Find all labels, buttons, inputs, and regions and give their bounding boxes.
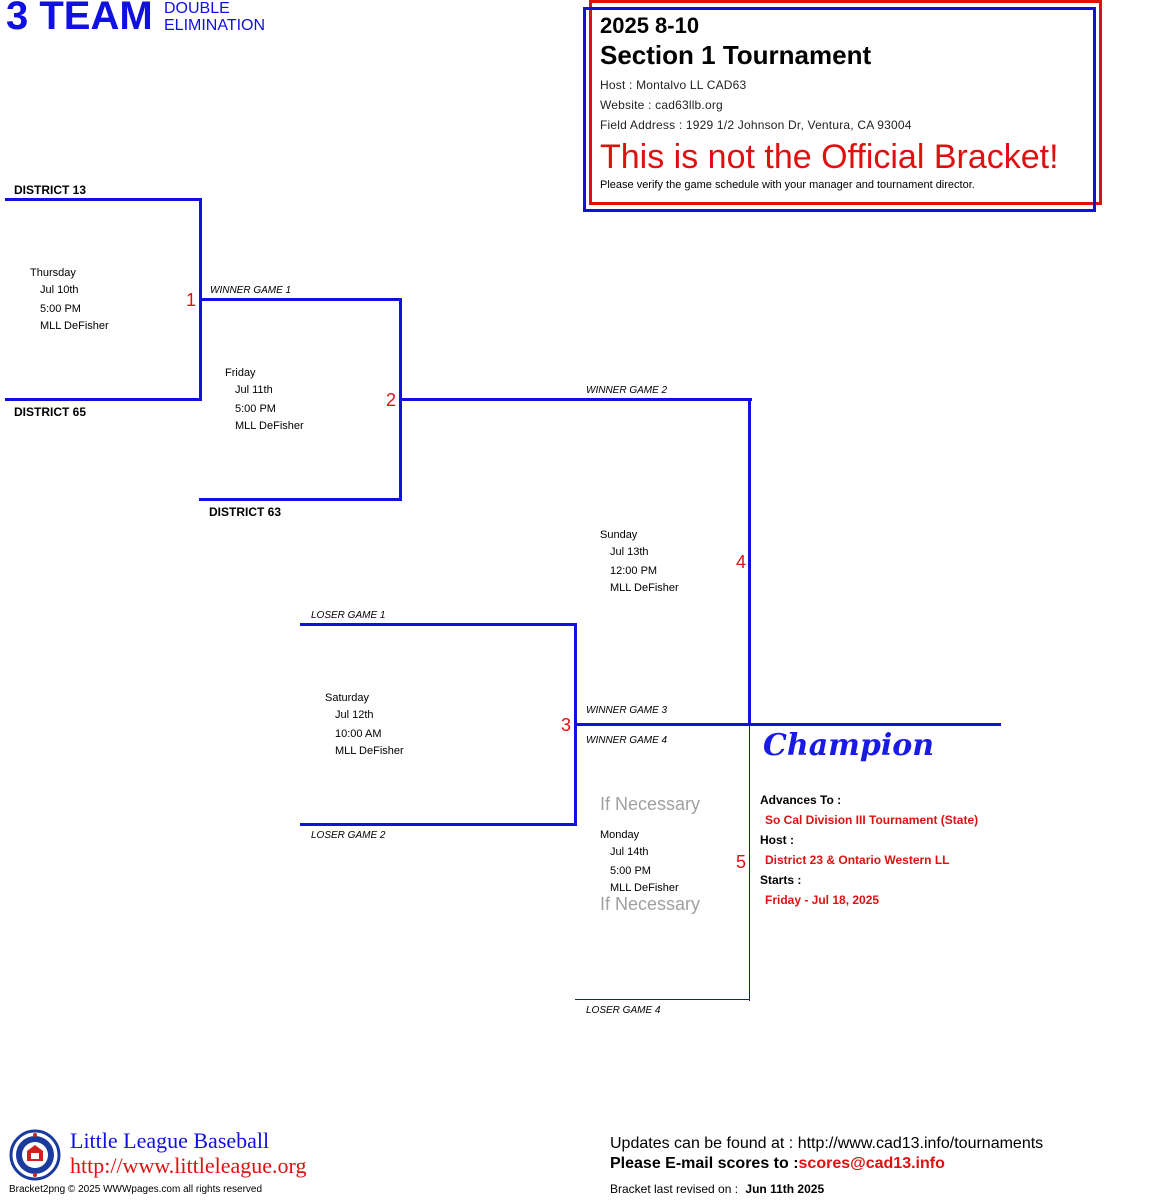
little-league-url[interactable]: http://www.littleleague.org [70,1153,307,1178]
game2-field: MLL DeFisher [235,420,304,432]
slot-loser-game1: LOSER GAME 1 [311,610,386,621]
game2-day: Friday [225,367,256,379]
line-loser-game4 [575,999,750,1000]
tournament-year-division: 2025 8-10 [600,13,700,38]
little-league-name: Little League Baseball [70,1128,270,1153]
game5-field: MLL DeFisher [610,882,679,894]
game1-schedule: Thursday Jul 10th 5:00 PM MLL DeFisher [30,265,109,335]
tournament-name: Section 1 Tournament [600,40,872,70]
line-loser-game1 [300,623,577,626]
game4-time: 12:00 PM [610,565,658,577]
starts-label: Starts : [760,873,802,887]
if-necessary-top: If Necessary [600,794,701,814]
game3-date: Jul 12th [335,709,374,721]
verify-note: Please verify the game schedule with you… [600,179,975,191]
game4-schedule: Sunday Jul 13th 12:00 PM MLL DeFisher [600,527,679,597]
slot-winner-game4: WINNER GAME 4 [586,735,668,746]
game1-day: Thursday [30,267,76,279]
line-winner-game1 [199,298,402,301]
game5-day: Monday [600,829,640,841]
line-district13 [5,198,202,201]
team-district63: DISTRICT 63 [209,505,282,519]
line-winner-game3 [574,723,752,726]
team-district13: DISTRICT 13 [14,183,87,197]
game5-schedule: Monday Jul 14th 5:00 PM MLL DeFisher [600,827,679,897]
slot-loser-game2: LOSER GAME 2 [311,830,386,841]
little-league-logo [9,1129,61,1181]
game4-day: Sunday [600,529,638,541]
revised-line: Bracket last revised on : Jun 11th 2025 [610,1182,824,1196]
email-line: Please E-mail scores to :scores@cad13.in… [610,1155,945,1173]
game4-field: MLL DeFisher [610,582,679,594]
line-loser-game2 [300,823,577,826]
info-box-blue-border [583,7,1096,212]
game3-time: 10:00 AM [335,728,382,740]
advances-to-label: Advances To : [760,793,842,807]
advances-to-value: So Cal Division III Tournament (State) [765,813,979,827]
line-district65 [5,398,202,401]
game2-time: 5:00 PM [235,403,276,415]
game1-time: 5:00 PM [40,303,81,315]
game5-date: Jul 14th [610,846,649,858]
next-host-value: District 23 & Ontario Western LL [765,853,950,867]
updates-note: Updates can be found at : http://www.cad… [610,1135,1044,1152]
copyright: Bracket2png © 2025 WWWpages.com all righ… [9,1184,263,1195]
line-district63 [199,498,402,501]
slot-winner-game1: WINNER GAME 1 [210,285,292,296]
line-champion [748,723,1001,726]
game3-field: MLL DeFisher [335,745,404,757]
game-number-3: 3 [561,715,572,735]
info-box-red-border [589,0,1102,205]
bracket-type-line2: ELIMINATION [164,17,266,34]
slot-winner-game2: WINNER GAME 2 [586,385,668,396]
slot-loser-game4: LOSER GAME 4 [586,1005,661,1016]
game2-schedule: Friday Jul 11th 5:00 PM MLL DeFisher [225,365,304,435]
game3-schedule: Saturday Jul 12th 10:00 AM MLL DeFisher [325,690,404,760]
next-host-label: Host : [760,833,794,847]
email-label: Please E-mail scores to : [610,1155,799,1172]
revised-date: Jun 11th 2025 [745,1182,825,1196]
host-info: Host : Montalvo LL CAD63 [600,78,747,92]
game-number-5: 5 [736,852,747,872]
game1-date: Jul 10th [40,284,79,296]
game3-day: Saturday [325,692,370,704]
slot-winner-game3: WINNER GAME 3 [586,705,668,716]
unofficial-warning: This is not the Official Bracket! [600,138,1059,176]
field-address-info: Field Address : 1929 1/2 Johnson Dr, Ven… [600,118,912,132]
bracket-type-line1: DOUBLE [164,0,230,17]
game4-date: Jul 13th [610,546,649,558]
website-info: Website : cad63llb.org [600,98,723,112]
email-address[interactable]: scores@cad13.info [798,1155,945,1172]
champion-label: Champion [763,728,935,763]
team-district65: DISTRICT 65 [14,405,87,419]
line-game4-vertical [748,398,751,726]
game-number-2: 2 [386,390,397,410]
revised-label: Bracket last revised on : [610,1182,739,1196]
game1-field: MLL DeFisher [40,320,109,332]
game-number-1: 1 [186,290,197,310]
game-number-4: 4 [736,552,747,572]
bracket-size-title: 3 TEAM [6,0,153,38]
line-winner-game2 [399,398,752,401]
if-necessary-bottom: If Necessary [600,894,701,914]
game2-date: Jul 11th [235,384,273,396]
starts-value: Friday - Jul 18, 2025 [765,893,880,907]
game5-time: 5:00 PM [610,865,651,877]
little-league-logo-icon [9,1129,61,1181]
line-game5-vertical [749,726,750,1001]
